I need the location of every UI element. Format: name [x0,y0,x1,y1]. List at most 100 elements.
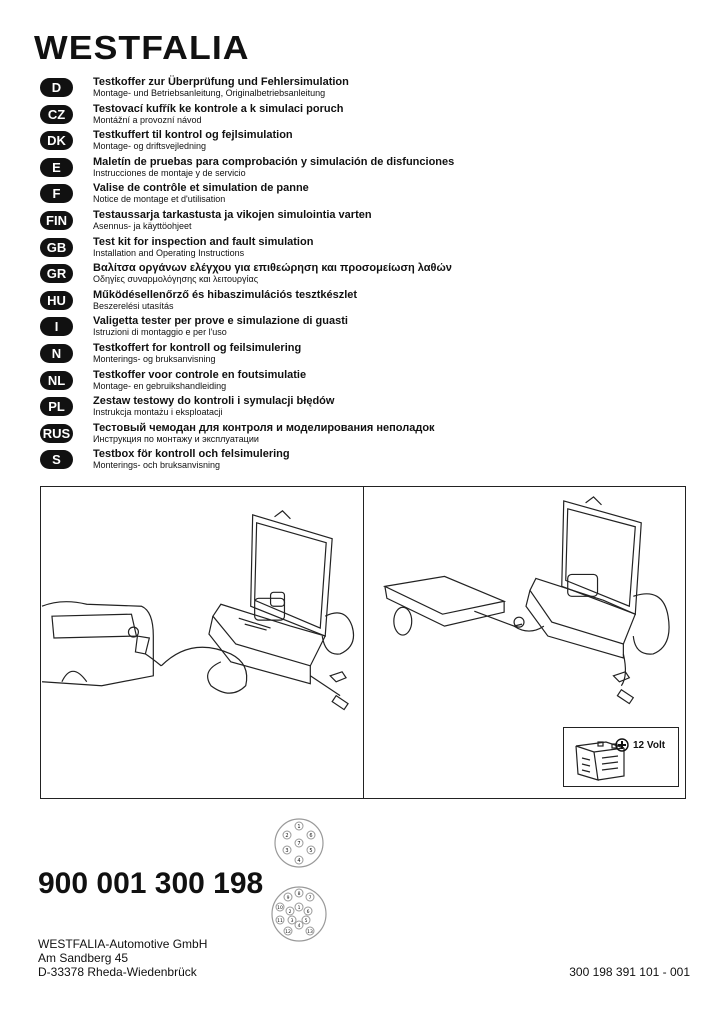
language-row-dk: DK Testkuffert til kontrol og fejlsimula… [40,129,660,156]
language-subtitle: Montážní a provozní návod [93,114,202,125]
language-title: Testkoffer zur Überprüfung und Fehlersim… [93,76,349,88]
tow-ball-icon [513,616,525,628]
trailer-wheel [393,606,413,636]
connector-7pin-labels: 1 2 3 4 5 6 7 [282,821,316,865]
language-badge: HU [40,290,73,310]
language-subtitle: Οδηγίες συναρμολόγησης και λειτουργίας [93,274,259,285]
pin-label: 12 [285,929,291,935]
language-subtitle: Asennus- ja käyttöohjeet [93,220,192,231]
battery-cable [309,675,341,697]
language-badge: FIN [40,210,73,230]
pin-label: 13 [307,929,313,935]
pin-label: 1 [298,905,301,911]
language-subtitle: Monterings- og bruksanvisning [93,353,216,364]
language-badge: GB [40,237,73,257]
language-badge: NL [40,370,73,390]
company-city: D-33378 Rheda-Wiedenbrück [38,965,197,979]
language-row-n: N Testkoffert for kontroll og feilsimule… [40,342,660,369]
car-rear-outline [41,601,154,687]
pin-label: 11 [277,918,283,924]
language-badge: S [40,450,73,470]
company-street: Am Sandberg 45 [38,951,129,965]
language-title: Βαλίτσα οργάνων ελέγχου για επιθεώρηση κ… [93,262,452,275]
language-badge: CZ [40,104,73,124]
pin-label: 3 [285,848,288,854]
pin-label: 1 [297,824,300,830]
company-address: WESTFALIA-Automotive GmbH Am Sandberg 45… [38,937,207,979]
language-title: Zestaw testowy do kontroli i symulacji b… [93,395,335,408]
language-title: Test kit for inspection and fault simula… [93,235,314,248]
pin-label: 2 [289,909,292,915]
language-row-gb: GB Test kit for inspection and fault sim… [40,236,660,263]
language-title: Testkoffert for kontroll og feilsimuleri… [93,341,302,354]
language-subtitle: Monterings- och bruksanvisning [93,460,221,471]
brand-logo: WESTFALIA [34,29,250,66]
language-row-hu: HU Működésellenőrző és hibaszimulációs t… [40,289,660,316]
language-subtitle: Istruzioni di montaggio e per l'uso [93,327,227,338]
language-row-pl: PL Zestaw testowy do kontroli i symulacj… [40,395,660,422]
battery-inset [563,727,679,787]
trailer-test-kit-illustration [382,496,670,705]
language-list: D Testkoffer zur Überprüfung und Fehlers… [40,76,660,475]
pin-label: 7 [297,841,300,847]
test-cable-coil [632,593,670,655]
part-number: 900 001 300 198 [38,867,264,900]
pin-label: 5 [305,918,308,924]
company-name: WESTFALIA-Automotive GmbH [38,937,208,951]
pin-label: 7 [309,895,312,901]
language-badge: PL [40,397,73,417]
language-subtitle: Notice de montage et d'utilisation [93,194,226,205]
language-title: Maletín de pruebas para comprobación y s… [93,155,455,168]
language-title: Тестовый чемодан для контроля и моделиро… [93,421,435,434]
language-title: Testovací kufřík ke kontrole a k simulac… [93,102,344,115]
language-row-d: D Testkoffer zur Überprüfung und Fehlers… [40,76,660,103]
language-badge: GR [40,264,73,284]
language-badge: DK [40,131,73,151]
language-subtitle: Installation and Operating Instructions [93,247,245,258]
battery-icon [575,741,625,781]
language-subtitle: Instrukcja montażu i eksploatacji [93,407,223,418]
language-title: Testkoffer voor controle en foutsimulati… [93,368,307,381]
pin-label: 4 [297,858,300,864]
language-subtitle: Montage- en gebruikshandleiding [93,380,227,391]
language-subtitle: Montage- og driftsvejledning [93,141,207,152]
document-code: 300 198 391 101 - 001 [569,965,690,979]
tow-ball-icon [127,626,140,638]
trailer-body [382,575,507,615]
language-subtitle: Beszerelési utasítás [93,300,174,311]
language-title: Testaussarja tarkastusta ja vikojen simu… [93,208,372,221]
pin-label: 9 [287,895,290,901]
language-title: Testkuffert til kontrol og fejlsimulatio… [93,129,293,142]
product-illustration-frame [40,486,686,799]
language-row-f: F Valise de contrôle et simulation de pa… [40,182,660,209]
pin-label: 8 [298,891,301,897]
clamp-red [612,671,631,683]
socket-panel [567,573,599,597]
language-row-s: S Testbox för kontroll och felsimulering… [40,448,660,475]
connector-7pin-icon: 1 2 3 4 5 6 7 [274,818,324,868]
language-row-fin: FIN Testaussarja tarkastusta ja vikojen … [40,209,660,236]
language-badge: N [40,343,73,363]
battery-voltage-label: 12 Volt [633,740,666,751]
pin-label: 6 [309,833,312,839]
language-title: Valise de contrôle et simulation de pann… [93,182,309,195]
language-subtitle: Instrucciones de montaje y de servicio [93,167,246,178]
connector-13pin-icon: 1 2 3 4 5 6 7 8 9 10 11 12 13 [271,886,327,942]
language-badge: I [40,317,73,337]
language-badge: E [40,157,73,177]
language-row-rus: RUS Тестовый чемодан для контроля и моде… [40,422,660,449]
language-row-e: E Maletín de pruebas para comprobación y… [40,156,660,183]
trailer-drawbar [474,610,523,627]
car-test-kit-illustration [41,510,355,711]
clamp-black [616,688,635,705]
pin-label: 2 [285,833,288,839]
pin-label: 3 [291,918,294,924]
test-cable-coil [160,646,248,694]
pin-label: 6 [307,909,310,915]
connector-13pin-labels: 1 2 3 4 5 6 7 8 9 10 11 12 13 [275,888,315,936]
language-row-cz: CZ Testovací kufřík ke kontrole a k simu… [40,103,660,130]
language-title: Testbox för kontroll och felsimulering [93,448,290,461]
language-row-gr: GR Βαλίτσα οργάνων ελέγχου για επιθεώρησ… [40,262,660,289]
pin-label: 4 [298,923,301,929]
pin-label: 5 [309,848,312,854]
